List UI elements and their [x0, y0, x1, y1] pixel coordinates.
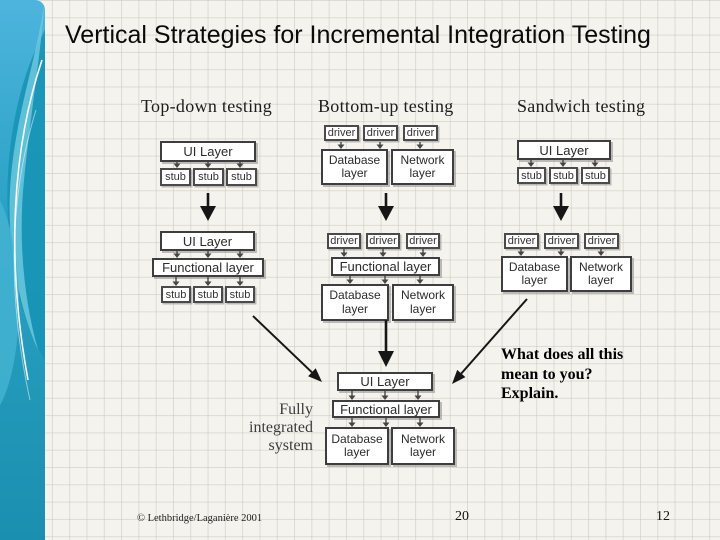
heading-top-down-testing: Top-down testing	[141, 96, 273, 116]
fi-label-line: Fully	[279, 401, 313, 418]
box-network-layer: Network layer	[391, 427, 455, 465]
box-driver: driver	[366, 233, 400, 249]
box-database-layer: Database layer	[501, 256, 568, 292]
box-functional-layer: Functional layer	[152, 258, 264, 277]
question-line: What does all this	[501, 346, 624, 363]
theme-accent-strip-graphic	[0, 0, 45, 540]
question-line: mean to you?	[501, 365, 593, 383]
box-driver: driver	[363, 125, 398, 141]
box-driver: driver	[324, 125, 359, 141]
box-stub: stub	[161, 286, 191, 303]
question-text: What does all this mean to you? Explain.	[501, 345, 671, 404]
fully-integrated-system-label: Fully integrated system	[233, 401, 313, 455]
box-stub: stub	[193, 286, 223, 303]
box-driver: driver	[544, 233, 579, 249]
box-functional-layer: Functional layer	[331, 257, 440, 276]
box-ui-layer: UI Layer	[337, 372, 433, 391]
heading-bottom-up-testing: Bottom-up testing	[318, 96, 454, 116]
box-driver: driver	[406, 233, 440, 249]
footer-copyright: © Lethbridge/Laganière 2001	[137, 513, 263, 524]
box-ui-layer: UI Layer	[160, 141, 256, 162]
box-network-layer: Network layer	[392, 284, 454, 321]
box-stub: stub	[226, 168, 257, 186]
box-stub: stub	[160, 168, 191, 186]
box-database-layer: Database layer	[321, 284, 389, 321]
box-stub: stub	[581, 167, 610, 184]
footer-slide-number: 20	[455, 509, 469, 524]
question-line: Explain.	[501, 385, 559, 402]
box-network-layer: Network layer	[391, 149, 454, 185]
box-driver: driver	[403, 125, 438, 141]
fi-label-line: integrated	[249, 419, 313, 436]
box-stub: stub	[549, 167, 578, 184]
fi-label-line: system	[268, 437, 313, 454]
box-ui-layer: UI Layer	[517, 140, 611, 160]
box-driver: driver	[327, 233, 361, 249]
box-ui-layer: UI Layer	[160, 231, 255, 251]
box-driver: driver	[584, 233, 619, 249]
box-stub: stub	[517, 167, 546, 184]
box-driver: driver	[504, 233, 539, 249]
box-stub: stub	[193, 168, 224, 186]
box-database-layer: Database layer	[325, 427, 389, 465]
footer-page-number: 12	[656, 509, 670, 524]
box-network-layer: Network layer	[570, 256, 632, 292]
box-stub: stub	[225, 286, 255, 303]
heading-sandwich-testing: Sandwich testing	[517, 96, 646, 116]
box-database-layer: Database layer	[321, 149, 388, 185]
slide-title: Vertical Strategies for Incremental Inte…	[65, 21, 651, 49]
box-functional-layer: Functional layer	[332, 400, 440, 418]
